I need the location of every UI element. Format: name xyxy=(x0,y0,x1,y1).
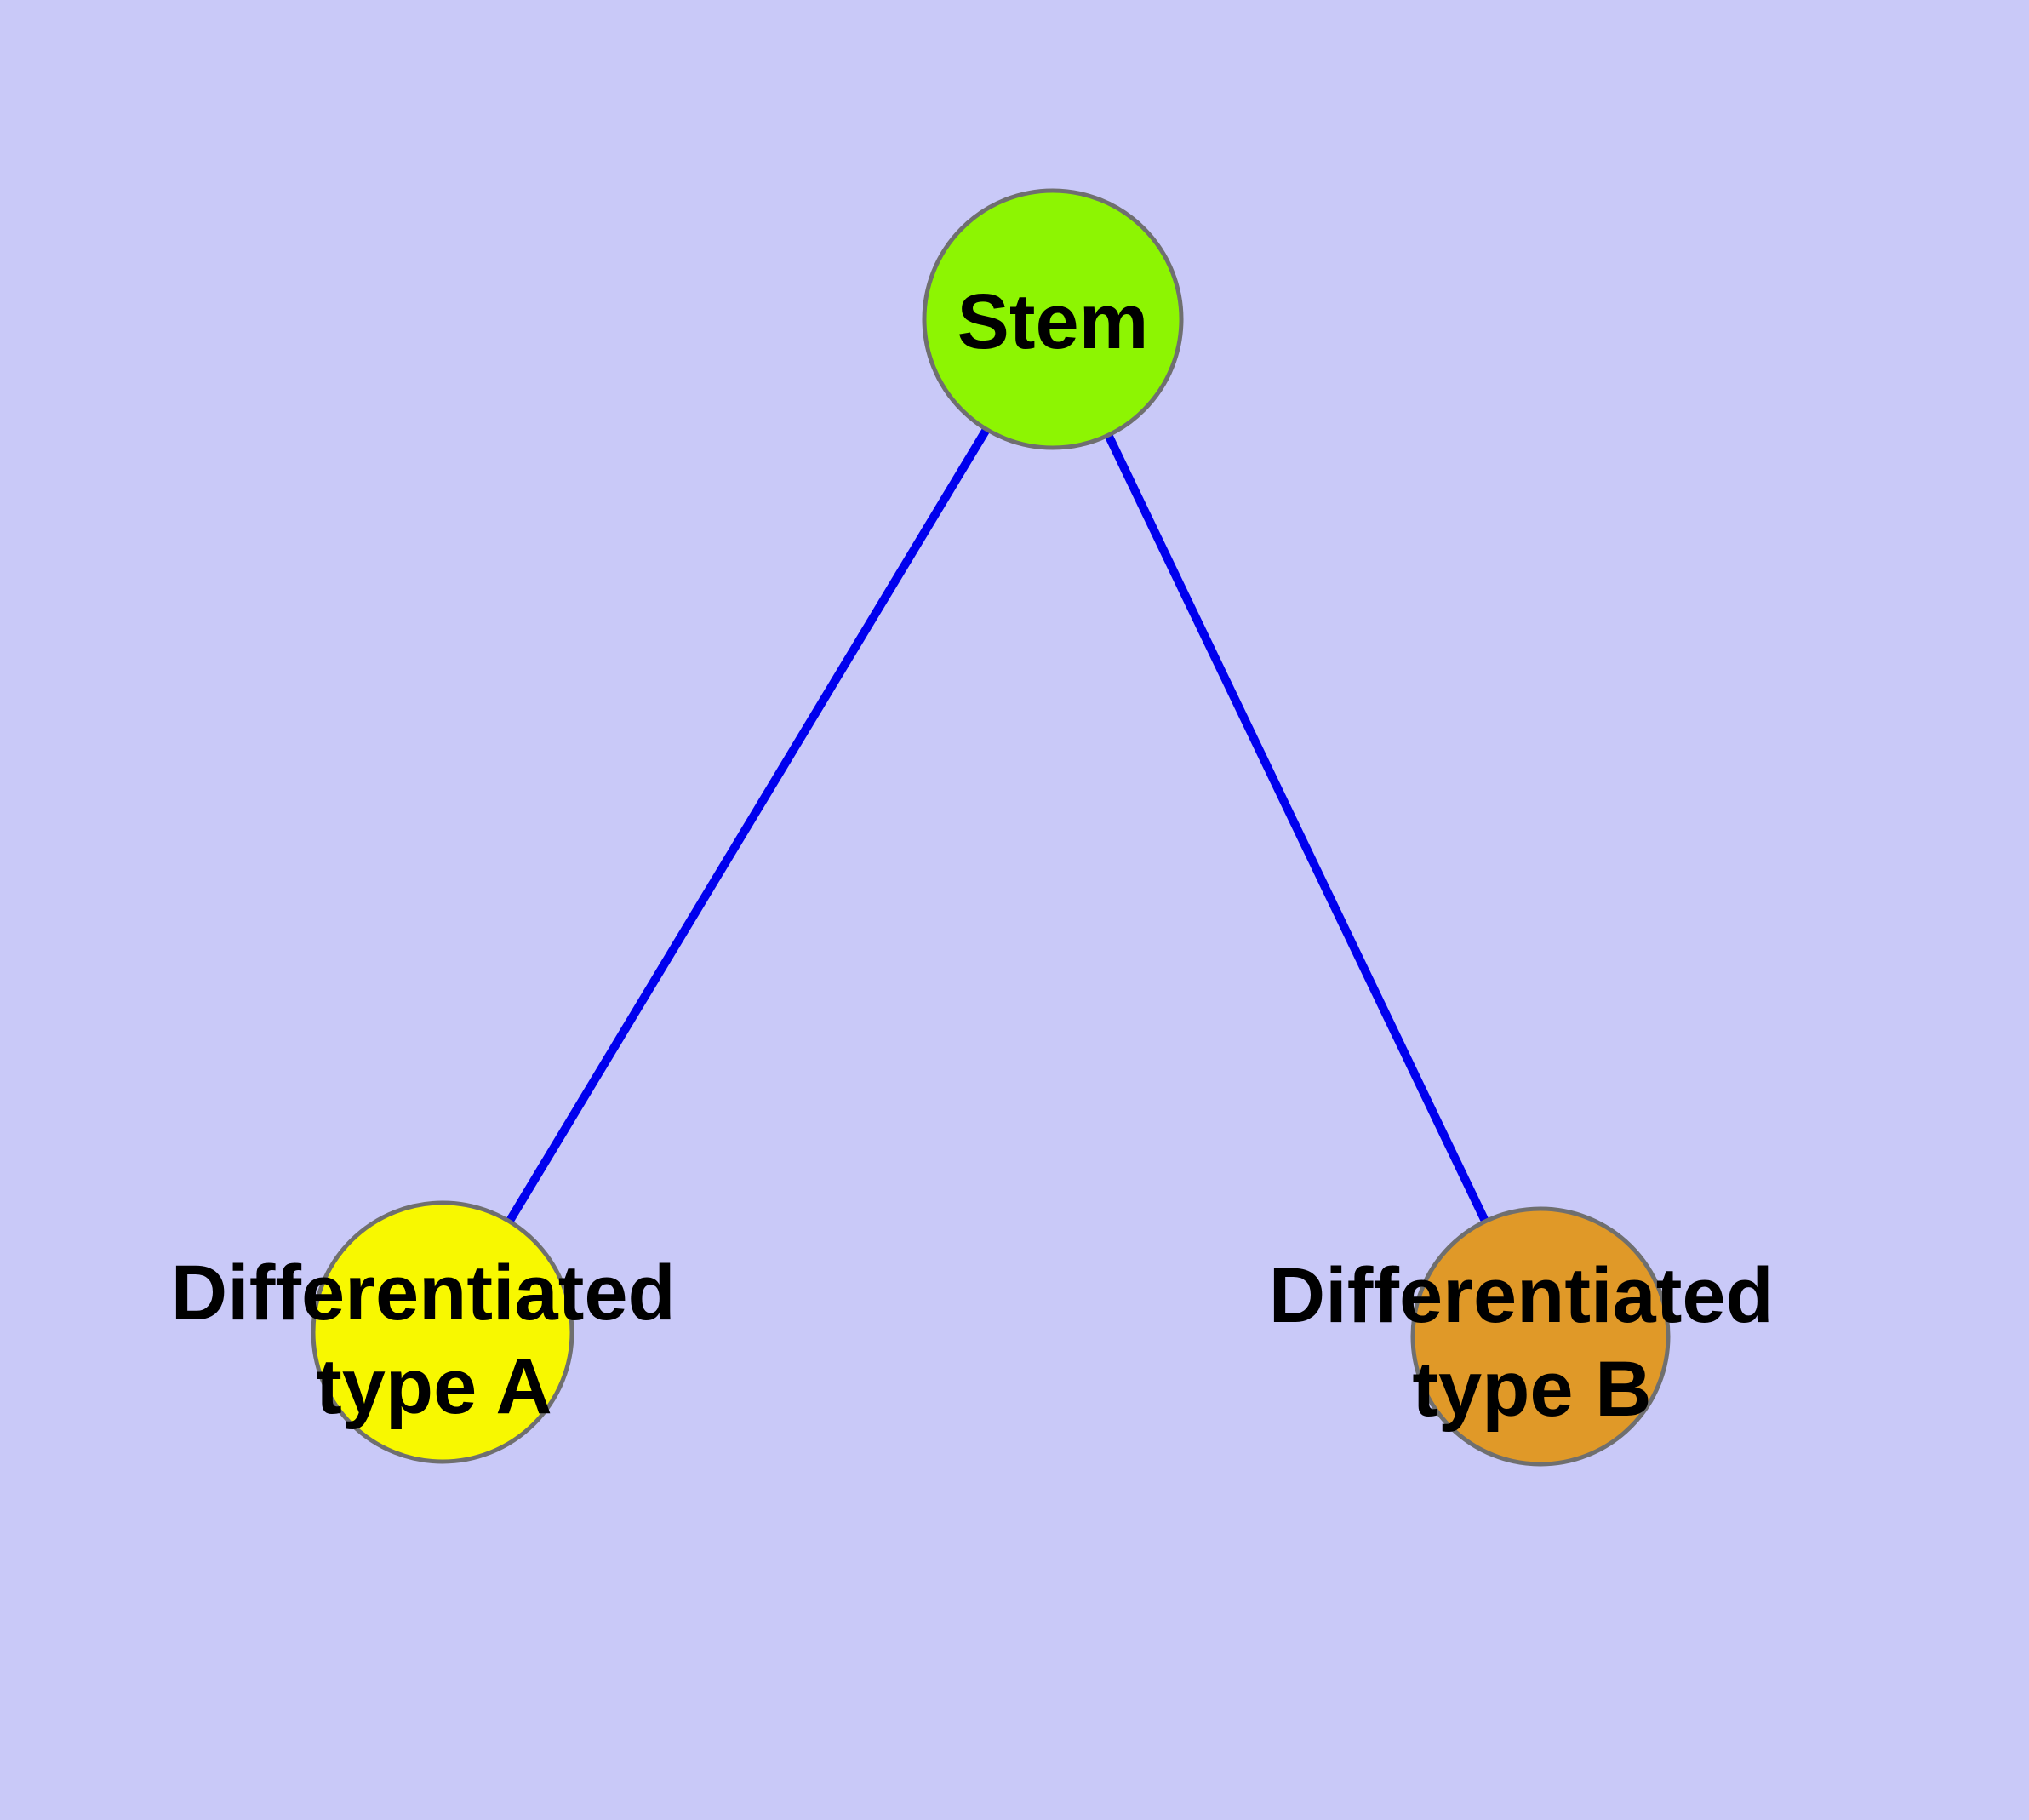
node-type-b-label-line1: Differentiated xyxy=(1269,1252,1774,1339)
node-stem-circle xyxy=(922,188,1184,450)
node-type-b-circle xyxy=(1410,1206,1671,1467)
node-stem-label: Stem xyxy=(957,278,1149,365)
node-type-b-label-line2: type B xyxy=(1412,1346,1651,1433)
edge-stem-to-type-b xyxy=(1049,317,1545,1339)
node-type-a-circle xyxy=(311,1200,574,1464)
node-type-a-label: Differentiated type A xyxy=(171,1250,698,1430)
edge-stem-to-type-a xyxy=(438,317,1057,1335)
node-type-b-label: Differentiated type B xyxy=(1269,1252,1796,1433)
node-type-a-label-line1: Differentiated xyxy=(171,1250,676,1336)
node-type-a-label-line2: type A xyxy=(316,1343,552,1430)
